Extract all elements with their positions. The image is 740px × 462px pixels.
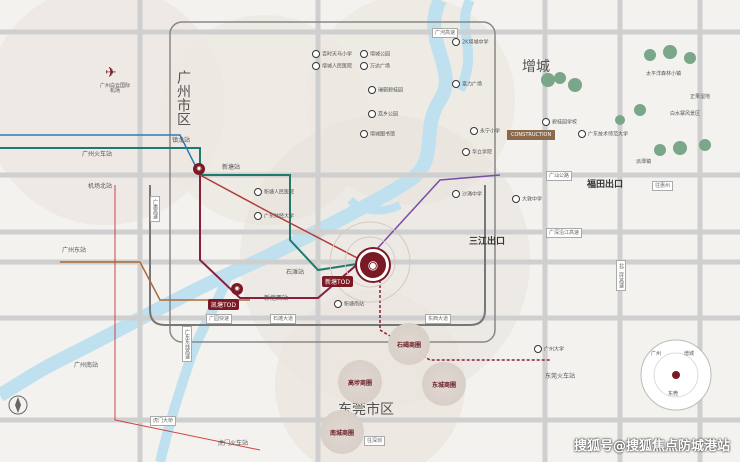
poi-shayong-school: 沙涌中学 <box>452 190 482 198</box>
project-marker-icon[interactable]: ◉ <box>357 249 389 281</box>
dongguan-train-station-label: 东莞火车站 <box>545 373 576 380</box>
humen-bridge-label: 虎门大桥 <box>150 416 177 426</box>
metro-line-future <box>379 270 550 361</box>
zhenlong-station-label: 镇龙站 <box>172 137 191 144</box>
xintang-tod-badge[interactable]: 新塘TOD <box>322 276 354 287</box>
airport-north-station-label: 机场北站 <box>88 183 113 190</box>
poi-hospital: 增城人民医院 <box>312 62 352 70</box>
project-logo: CONSTRUCTION <box>507 130 556 140</box>
poi-yongning-school: 永宁小学 <box>470 127 500 135</box>
poi-lixiang-park: 荔乡公园 <box>368 110 398 118</box>
pearl-river <box>0 0 453 402</box>
shizhen-road-label: 石滩大道 <box>270 314 297 324</box>
fuqing-exit-label: 福田出口 <box>587 180 624 190</box>
airport-label: 广州白云国际机场 <box>99 83 130 94</box>
guangyuan-road-label: 广园快速 <box>206 314 233 324</box>
zengcheng-district-label: 增城 <box>522 59 550 75</box>
ne-label-paitan: 派潭镇 <box>636 159 652 165</box>
lake <box>347 196 402 215</box>
inset-label-a: 广州 <box>651 351 662 357</box>
ne-label-forest: 太平洋森林小镇 <box>646 71 682 77</box>
poi-normal-univ: 广东技术师范大学 <box>578 130 628 138</box>
xintang-west-station-label: 新塘西站 <box>264 295 289 302</box>
poi-baishi-school: 百时天马小学 <box>312 50 352 58</box>
ne-label-baishuizhai: 白水寨风景区 <box>670 111 701 117</box>
liangkan-tod-badge[interactable]: 凯塘TOD <box>208 299 240 310</box>
town-dongcheng: 东城商圈 <box>422 362 466 406</box>
to-shenzhen-label: 往深圳 <box>364 436 386 446</box>
guangshen-hwy-label: 广深沿江高速 <box>546 228 583 238</box>
poi-gz-univ: 广州大学 <box>534 345 564 353</box>
poi-fuli-plaza: 富力广场 <box>452 80 482 88</box>
guangzhou-train-station-label: 广州火车站 <box>82 151 113 158</box>
ne-label-wetland: 正果湿地 <box>690 94 711 100</box>
poi-zengcheng-park: 增城公园 <box>360 50 390 58</box>
guangshan-road-label: 广汕公路 <box>546 171 573 181</box>
project-ring-inner <box>344 236 396 288</box>
guanghe-road-label: 广河高速 <box>432 28 459 38</box>
tree-cluster <box>541 45 711 156</box>
xintang-station-label: 新塘站 <box>222 164 241 171</box>
dongxi-road-label: 东西大道 <box>425 314 452 324</box>
zhenlong-station-icon[interactable]: ◉ <box>193 163 205 175</box>
sanjiang-exit-label: 三江出口 <box>469 237 506 247</box>
poi-xintang-south: 新塘南站 <box>334 300 364 308</box>
compass-icon <box>8 395 28 415</box>
inset-project-marker <box>672 371 680 379</box>
poi-finance-univ: 广东财经大学 <box>254 212 294 220</box>
guangzhou-district-label: 广州市区 <box>175 70 191 126</box>
poi-ruiqi: 瑞骐碧桂园 <box>368 86 403 94</box>
to-huizhou-label: 往惠州 <box>652 181 674 191</box>
airport-icon: ✈ <box>105 65 117 81</box>
metro-line-brown <box>60 261 250 301</box>
river-branch <box>455 0 475 93</box>
inset-label-c: 东莞 <box>668 391 679 397</box>
inset-label-b: 增城 <box>684 351 695 357</box>
poi-xintang-hospital: 新塘人民医院 <box>254 188 294 196</box>
frame-outline <box>169 21 496 343</box>
project-ring-outer <box>329 221 411 303</box>
town-gaobu: 高埗商圈 <box>338 360 382 404</box>
guanghui-road-label: 广惠高速 <box>150 196 160 222</box>
watermark: 搜狐号@搜狐焦点防城港站 <box>573 439 730 454</box>
poi-2k-school: 2K增城中学 <box>452 38 488 46</box>
metro-line-green <box>0 147 371 272</box>
poi-huali-college: 华立学院 <box>462 148 492 156</box>
metro-line-blue <box>0 134 201 176</box>
guanggao-east-label: 广东东线高速 <box>182 326 192 362</box>
humen-train-station-label: 虎门火车站 <box>218 440 249 447</box>
airport-zone <box>0 0 225 225</box>
railway-line <box>114 185 261 451</box>
town-shijie: 石碣商圈 <box>388 323 430 365</box>
liangkan-station-icon[interactable]: ◉ <box>231 283 243 295</box>
metro-line-red <box>199 174 366 263</box>
xinyunpo-road-label: 北二环高速 <box>616 260 626 291</box>
shitan-station-label: 石滩站 <box>286 269 305 276</box>
poi-library: 增城图书馆 <box>360 130 395 138</box>
guangzhou-east-station-label: 广州东站 <box>62 247 87 254</box>
town-nancheng: 南城商圈 <box>320 410 364 454</box>
metro-line-purple <box>364 174 501 263</box>
compass-needle <box>15 397 21 413</box>
poi-dadun-school: 大敦中学 <box>512 195 542 203</box>
poi-wanda: 万达广场 <box>360 62 390 70</box>
poi-bgy-school: 碧桂园学校 <box>542 118 577 126</box>
guangzhou-south-station-label: 广州南站 <box>74 362 99 369</box>
ring-expressway <box>149 185 486 326</box>
